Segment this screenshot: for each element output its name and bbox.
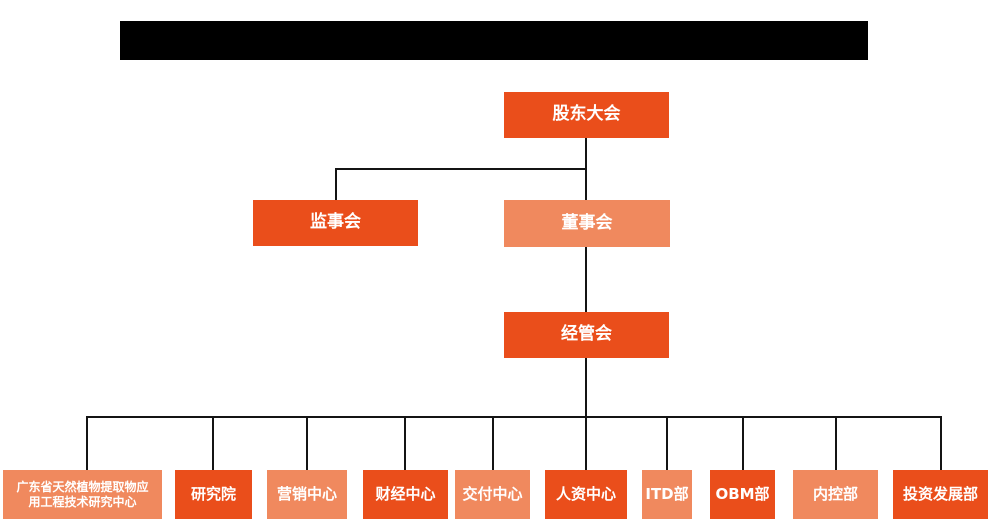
connector-drop-hr [585,416,587,470]
node-label: 财经中心 [375,485,436,504]
node-supervisory-board: 监事会 [253,200,418,246]
connector-drop-itd [666,416,668,470]
node-label: 人资中心 [555,485,616,504]
node-research-center: 广东省天然植物提取物应 用工程技术研究中心 [3,470,162,519]
node-board-of-directors: 董事会 [504,200,670,247]
node-label: OBM部 [715,485,770,504]
connector-directors-down [585,246,587,312]
connector-drop-delivery [492,416,494,470]
connector-drop-internal-control [835,416,837,470]
node-label: 股东大会 [552,104,621,125]
connector-drop-obm [742,416,744,470]
connector-drop-finance [404,416,406,470]
node-investment-dev-dept: 投资发展部 [893,470,988,519]
connector-drop-investment [940,416,942,470]
node-label: 董事会 [561,212,613,233]
node-label: 内控部 [812,485,858,504]
connector-drop-research-center [86,416,88,470]
node-internal-control-dept: 内控部 [793,470,878,519]
node-label: 营销中心 [276,485,337,504]
connector-distributor-horizontal [86,416,942,418]
node-label: 研究院 [190,485,236,504]
node-itd-dept: ITD部 [642,470,692,519]
node-label: 监事会 [310,212,361,233]
node-label: 经管会 [561,324,612,345]
node-delivery-center: 交付中心 [455,470,530,519]
node-research-institute: 研究院 [175,470,252,519]
node-label: 投资发展部 [902,485,978,504]
node-hr-center: 人资中心 [545,470,627,519]
node-obm-dept: OBM部 [710,470,775,519]
connector-management-down [585,358,587,416]
node-shareholders-meeting: 股东大会 [504,92,669,138]
redacted-title-bar [120,21,868,60]
node-marketing-center: 营销中心 [267,470,347,519]
connector-drop-marketing [306,416,308,470]
node-label: ITD部 [645,485,689,504]
node-label: 广东省天然植物提取物应 用工程技术研究中心 [16,479,149,509]
connector-supervisory-drop [335,168,337,200]
connector-drop-research-inst [212,416,214,470]
node-label: 交付中心 [462,485,523,504]
connector-branch-horizontal [335,168,587,170]
node-management-committee: 经管会 [504,312,669,358]
node-finance-center: 财经中心 [363,470,448,519]
